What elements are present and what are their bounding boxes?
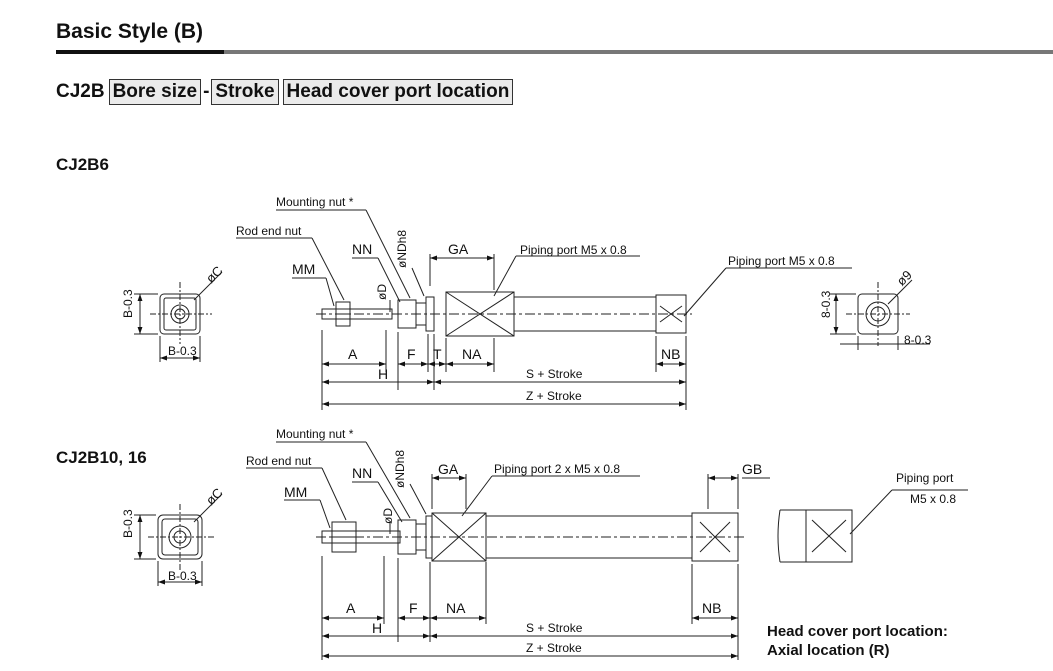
- dim-a-1: A: [348, 346, 358, 362]
- dim-nb-2: NB: [702, 600, 721, 616]
- dim-c-2: øC: [203, 485, 226, 508]
- model-prefix: CJ2B: [56, 81, 105, 102]
- label-rod-end-nut-1: Rod end nut: [236, 224, 302, 238]
- cj2b6-rear-view: [830, 279, 930, 350]
- cj2b6-front-view: [134, 271, 223, 362]
- dim-nb-1: NB: [661, 346, 680, 362]
- dim-na-2: NA: [446, 600, 466, 616]
- label-d-1: øD: [375, 284, 389, 300]
- label-nn-2: NN: [352, 465, 372, 481]
- dim-h-2: H: [372, 620, 382, 636]
- stroke-box: Stroke: [211, 79, 279, 105]
- dim-9: ø9: [894, 267, 915, 288]
- label-nn-1: NN: [352, 241, 372, 257]
- label-mounting-nut-1: Mounting nut *: [276, 195, 354, 209]
- label-d-2: øD: [381, 508, 395, 524]
- dim-8-bottom: 8-0.3: [904, 333, 932, 347]
- label-ga-2: GA: [438, 461, 459, 477]
- dim-z-stroke-1: Z + Stroke: [526, 389, 582, 403]
- dim-na-1: NA: [462, 346, 482, 362]
- cj2b6-side-view: [236, 209, 852, 410]
- dim-f-1: F: [407, 346, 416, 362]
- axial-port-detail: [777, 489, 968, 563]
- model-separator: -: [203, 81, 210, 102]
- cj2b10-side-view: [246, 441, 770, 660]
- model-code-line: CJ2B Bore size - Stroke Head cover port …: [56, 79, 514, 105]
- section-title-cj2b6: CJ2B6: [56, 155, 109, 174]
- label-piping-port-2x: Piping port 2 x M5 x 0.8: [494, 462, 620, 476]
- dim-b-bottom-2: B-0.3: [168, 569, 197, 583]
- label-piping-port-axial-spec: M5 x 0.8: [910, 492, 956, 506]
- port-location-note: Head cover port location: Axial location…: [767, 622, 948, 660]
- section-title-cj2b10-16: CJ2B10, 16: [56, 448, 147, 467]
- dim-8-side: 8-0.3: [819, 290, 833, 318]
- label-rod-end-nut-2: Rod end nut: [246, 454, 312, 468]
- label-mounting-nut-2: Mounting nut *: [276, 427, 354, 441]
- dim-b-bottom-1: B-0.3: [168, 344, 197, 358]
- port-location-box: Head cover port location: [282, 79, 514, 105]
- label-piping-port-1: Piping port M5 x 0.8: [520, 243, 627, 257]
- note-line-1: Head cover port location:: [767, 623, 948, 640]
- dim-z-stroke-2: Z + Stroke: [526, 641, 582, 655]
- label-mm-1: MM: [292, 261, 315, 277]
- note-line-2: Axial location (R): [767, 642, 890, 659]
- dim-a-2: A: [346, 600, 356, 616]
- dim-f-2: F: [409, 600, 418, 616]
- bore-size-box: Bore size: [108, 79, 202, 105]
- title-rule-accent: [56, 50, 224, 54]
- dim-b-side-1: B-0.3: [121, 289, 135, 318]
- label-ga-1: GA: [448, 241, 469, 257]
- label-nd-2: øNDh8: [393, 450, 407, 488]
- label-gb: GB: [742, 461, 762, 477]
- dim-c-1: øC: [203, 263, 226, 286]
- dim-h-1: H: [378, 366, 388, 382]
- page-title: Basic Style (B): [56, 20, 204, 43]
- dim-t-1: T: [433, 346, 442, 362]
- title-rule: [56, 50, 1053, 54]
- dim-s-stroke-1: S + Stroke: [526, 367, 583, 381]
- cj2b10-front-view: [134, 493, 223, 586]
- dim-s-stroke-2: S + Stroke: [526, 621, 583, 635]
- label-piping-port-axial: Piping port: [896, 471, 954, 485]
- label-piping-port-2: Piping port M5 x 0.8: [728, 254, 835, 268]
- dim-b-side-2: B-0.3: [121, 509, 135, 538]
- label-nd-1: øNDh8: [395, 230, 409, 268]
- label-mm-2: MM: [284, 484, 307, 500]
